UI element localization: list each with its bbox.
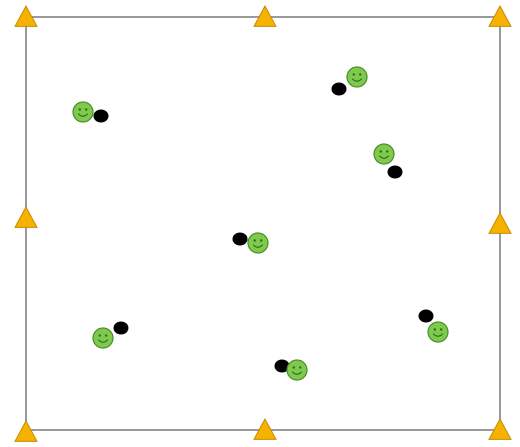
triangle-icon [488,417,512,440]
triangle-icon [14,205,38,228]
agent-target-pair [418,309,449,343]
agent-target-pair [232,232,269,254]
agent-target-pair [274,359,308,381]
smiley-face-icon [247,232,269,254]
triangle-icon [488,211,512,234]
smiley-face-icon [373,143,395,165]
agent-target-pair [92,321,129,349]
triangle-icon [14,4,38,27]
agent-target-pair [331,66,368,96]
black-dot-icon [387,165,403,179]
black-dot-icon [232,232,248,246]
smiley-face-icon [72,101,94,123]
triangle-icon [253,417,277,440]
black-dot-icon [418,309,434,323]
triangle-icon [253,4,277,27]
boundary-box [25,16,501,431]
black-dot-icon [93,109,109,123]
black-dot-icon [113,321,129,335]
boundary-markers [14,4,512,442]
agent-target-pairs [72,66,449,381]
smiley-face-icon [427,321,449,343]
triangle-icon [488,4,512,27]
black-dot-icon [331,82,347,96]
smiley-face-icon [92,327,114,349]
agent-target-pair [373,143,403,179]
smiley-face-icon [286,359,308,381]
smiley-face-icon [346,66,368,88]
agent-target-pair [72,101,109,123]
black-dot-icon [274,359,290,373]
triangle-icon [14,419,38,442]
